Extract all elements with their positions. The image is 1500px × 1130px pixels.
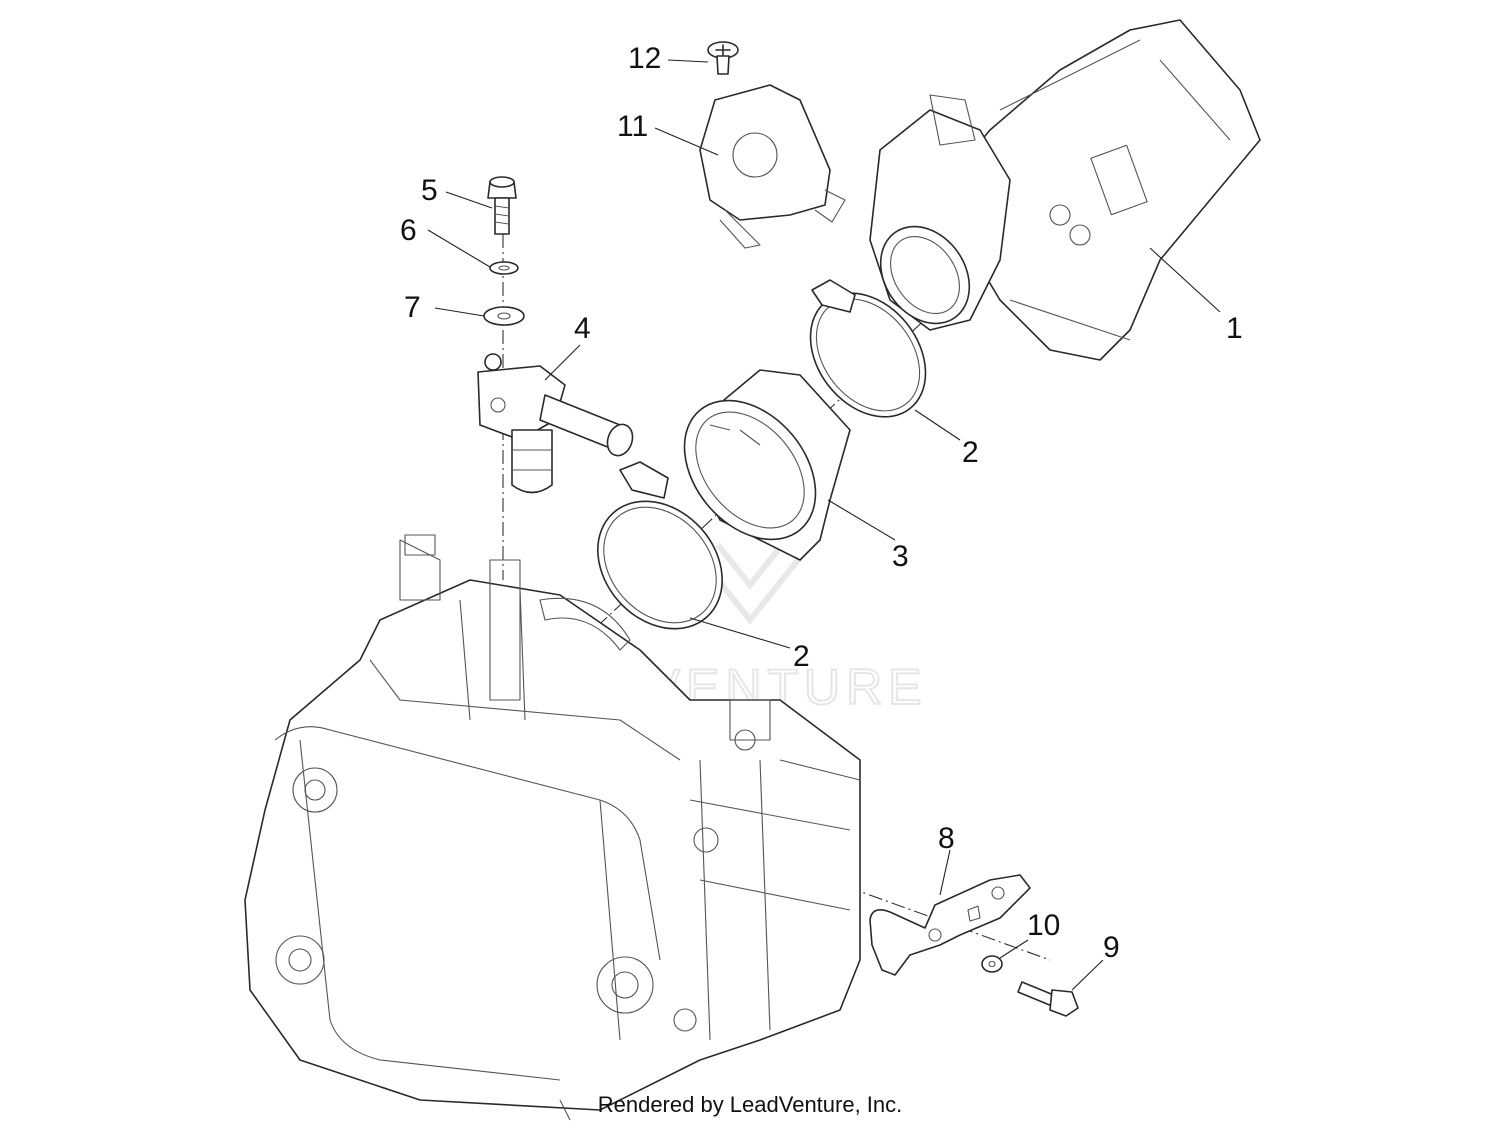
leader-lines [427, 59, 1221, 991]
callout-5: 5 [421, 174, 438, 207]
callout-6: 6 [400, 214, 417, 247]
callout-2-upper: 2 [962, 436, 979, 469]
callout-12: 12 [628, 42, 661, 75]
part-2-clamp-upper [809, 279, 927, 418]
callout-2-lower: 2 [793, 640, 810, 673]
callout-4: 4 [574, 312, 591, 345]
part-12-screw [707, 41, 739, 75]
callout-3: 3 [892, 540, 909, 573]
part-11-throttle-cover [699, 84, 846, 249]
callout-1: 1 [1226, 312, 1243, 345]
callout-9: 9 [1103, 931, 1120, 964]
part-5-bolt [487, 176, 517, 235]
callouts: 1 2 2 3 4 5 6 7 8 9 10 11 12 [400, 42, 1243, 964]
part-9-bolt [1017, 981, 1079, 1017]
part-4-injector [477, 353, 634, 494]
engine-block [244, 534, 861, 1121]
footer-credit: Rendered by LeadVenture, Inc. [597, 1092, 903, 1117]
part-1-throttle-body [869, 19, 1261, 361]
callout-8: 8 [938, 822, 955, 855]
callout-11: 11 [617, 110, 648, 143]
part-3-intake-manifold [683, 369, 851, 561]
part-6-washer [489, 261, 519, 275]
part-7-washer [483, 306, 525, 326]
callout-10: 10 [1027, 909, 1060, 942]
part-10-washer [981, 955, 1003, 973]
callout-7: 7 [404, 291, 421, 324]
part-8-bracket [869, 874, 1031, 976]
part-2-clamp-lower [597, 461, 723, 630]
